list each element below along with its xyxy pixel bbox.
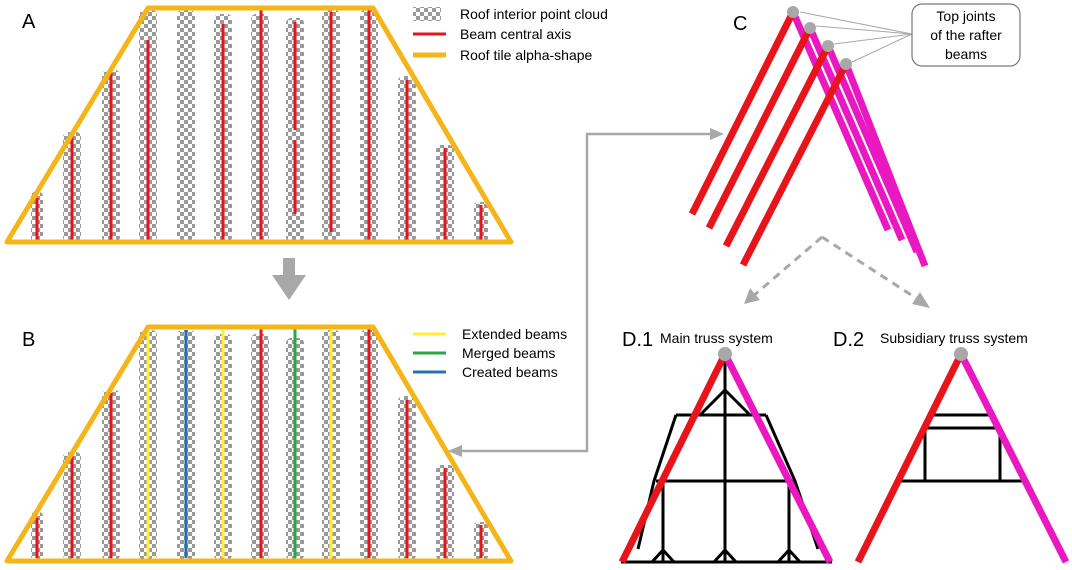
callout-box: Top joints of the rafter beams [911,3,1021,67]
rafter-beam [824,44,921,254]
rafter-beam [705,26,814,230]
beam-axes-b [35,328,483,558]
subsidiary-truss-rafter-red [854,352,965,564]
callout-line-3: beams [945,46,987,62]
top-joints [787,6,852,70]
subsidiary-truss-apex-joint [954,347,968,361]
joint-dot [840,58,852,70]
rafter-beams-red [688,10,850,267]
legend-merged-label: Merged beams [462,345,555,361]
panel-c-label: C [733,13,747,35]
panel-d2-title: Subsidiary truss system [880,330,1028,346]
split-arrowhead-left [744,288,760,304]
legend-extended-label: Extended beams [462,326,567,342]
panel-b-label: B [22,329,35,351]
rafter-beam [722,44,832,248]
roof-alpha-shape-a [4,5,514,245]
rafter-beam [688,10,797,216]
callout-line-1: Top joints [936,8,995,24]
split-arrows [751,235,923,304]
rafter-beam [739,62,850,267]
rafter-beam [806,26,906,242]
point-cloud-column [177,10,195,242]
rafter-beam [789,10,892,232]
legend-a: Roof interior point cloud Beam central a… [413,6,608,63]
legend-created-label: Created beams [462,364,558,380]
rafter-beam [842,62,929,268]
panel-a: A [4,5,608,245]
legend-beam-axis-label: Beam central axis [460,26,571,42]
main-truss-rafter-magenta [721,352,834,564]
callout-lines [799,11,913,63]
panel-d1-label: D.1 [622,329,653,351]
joint-dot [787,6,799,18]
arrow-a-to-b [272,258,306,300]
subsidiary-truss-members [899,413,1027,483]
panel-d2: D.2 Subsidiary truss system [833,329,1070,564]
legend-alpha-shape-label: Roof tile alpha-shape [460,47,593,63]
main-truss-rafter-red [618,352,729,564]
joint-dot [804,22,816,34]
subsidiary-truss-rafter-magenta [957,352,1070,564]
split-arrowhead-right [912,292,930,308]
rafter-beams-magenta [789,10,929,268]
legend-point-cloud-label: Roof interior point cloud [460,6,608,22]
panel-d2-label: D.2 [833,329,864,351]
connector-b-c [448,128,724,457]
main-truss-apex-joint [718,347,732,361]
joint-dot [822,40,834,52]
legend-b: Extended beams Merged beams Created beam… [413,326,567,380]
roof-alpha-shape-b [4,324,514,564]
panel-d1-title: Main truss system [660,330,773,346]
main-truss-members [621,356,832,564]
legend-point-cloud-swatch [413,7,441,21]
panel-d1: D.1 Main truss system [618,329,834,564]
panel-b: B [4,324,567,564]
panel-c: C Top joints of the [688,3,1021,268]
callout-line-2: of the rafter [930,27,1002,43]
panel-a-label: A [22,11,36,33]
beam-axes-a [35,10,483,240]
